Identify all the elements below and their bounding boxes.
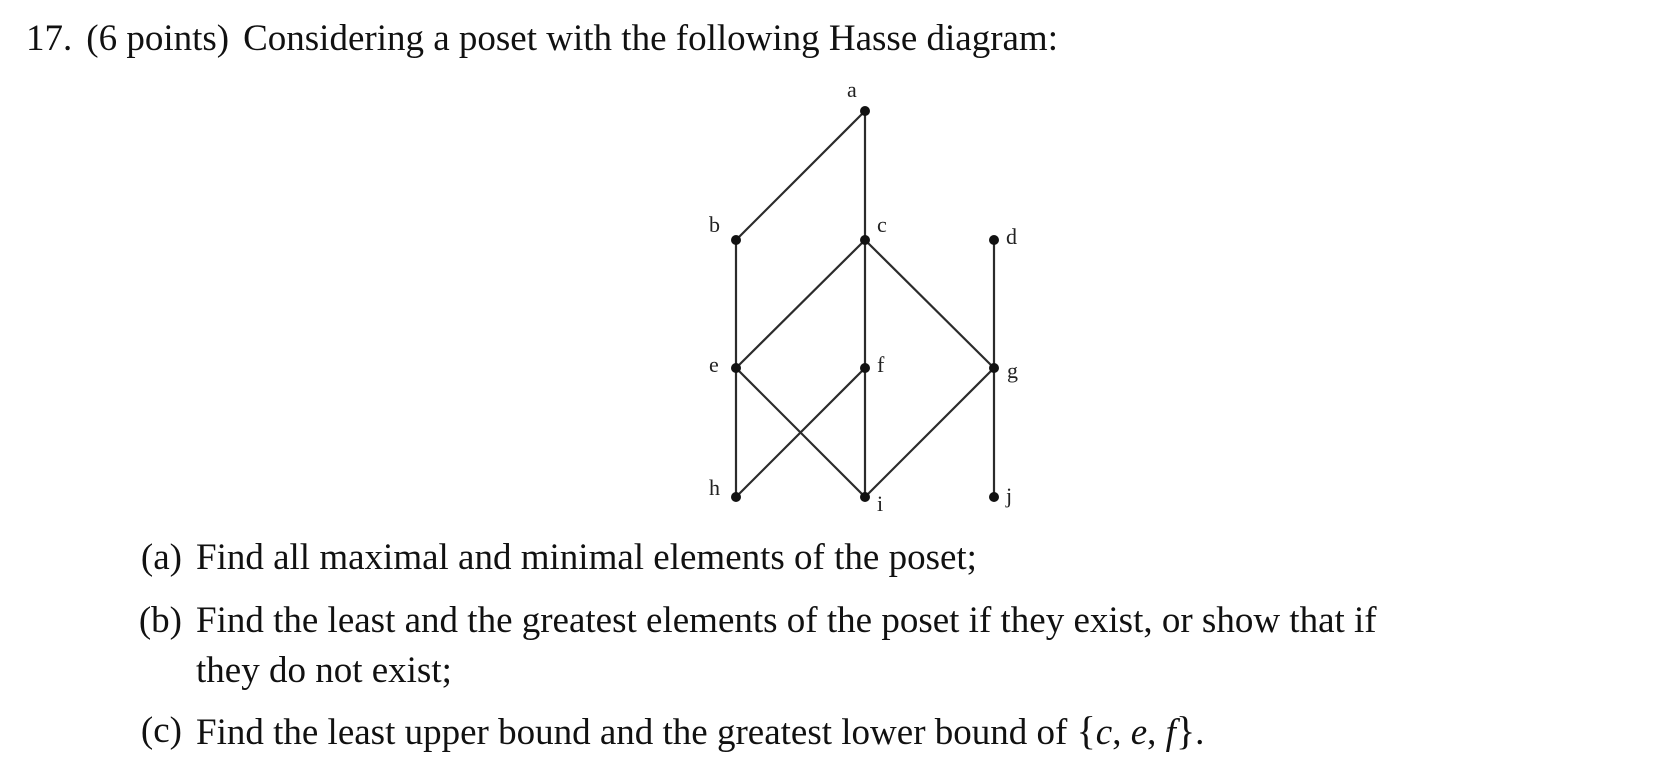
- node-e: [731, 363, 741, 373]
- node-label-f: f: [877, 352, 885, 377]
- edge-c-g: [864, 239, 995, 369]
- set-item-f: f: [1165, 712, 1176, 753]
- question-header: 17. (6 points) Considering a poset with th…: [26, 14, 1058, 64]
- part-c: (c) Find the least upper bound and the g…: [112, 706, 1652, 756]
- part-a-marker: (a): [140, 537, 182, 578]
- node-label-e: e: [709, 352, 719, 377]
- set-item-e: e: [1130, 712, 1148, 753]
- hasse-edges: [734, 110, 996, 498]
- part-c-text: Find the least upper bound and the great…: [196, 712, 1068, 753]
- node-label-j: j: [1005, 483, 1012, 508]
- set-open-brace: {: [1076, 708, 1096, 753]
- node-label-d: d: [1006, 224, 1017, 249]
- hasse-labels: a b c d e f g h i j: [709, 77, 1018, 516]
- node-f: [860, 363, 870, 373]
- hasse-nodes: [731, 106, 999, 502]
- part-a: (a) Find all maximal and minimal element…: [112, 533, 1652, 583]
- node-label-b: b: [709, 212, 720, 237]
- part-c-marker: (c): [140, 710, 182, 751]
- edge-c-e: [735, 239, 866, 369]
- question-prompt: Considering a poset with the following H…: [243, 18, 1058, 59]
- edge-f-h: [735, 367, 866, 498]
- node-i: [860, 492, 870, 502]
- set-expression: {c, e, f}: [1076, 708, 1196, 753]
- edge-a-b: [735, 110, 866, 241]
- node-a: [860, 106, 870, 116]
- question-number: 17.: [26, 18, 73, 59]
- node-j: [989, 492, 999, 502]
- node-c: [860, 235, 870, 245]
- part-c-text-wrap: Find the least upper bound and the great…: [196, 706, 1204, 758]
- part-b-text-line1: Find the least and the greatest elements…: [196, 600, 1377, 641]
- node-label-i: i: [877, 491, 883, 516]
- node-d: [989, 235, 999, 245]
- node-g: [989, 363, 999, 373]
- part-c-end: .: [1195, 712, 1205, 753]
- part-b-text-line2: they do not exist;: [196, 650, 452, 691]
- question-points: (6 points): [86, 18, 230, 59]
- edge-g-i: [864, 367, 995, 498]
- node-label-g: g: [1007, 358, 1018, 383]
- set-close-brace: }: [1175, 708, 1196, 753]
- part-b-marker: (b): [138, 600, 182, 641]
- part-a-text: Find all maximal and minimal elements of…: [196, 537, 977, 578]
- node-h: [731, 492, 741, 502]
- node-label-a: a: [847, 77, 857, 102]
- node-b: [731, 235, 741, 245]
- hasse-diagram: a b c d e f g h i j: [709, 77, 1018, 516]
- node-label-h: h: [709, 475, 720, 500]
- part-b: (b) Find the least and the greatest elem…: [112, 596, 1652, 696]
- node-label-c: c: [877, 212, 887, 237]
- set-item-c: c: [1095, 712, 1113, 753]
